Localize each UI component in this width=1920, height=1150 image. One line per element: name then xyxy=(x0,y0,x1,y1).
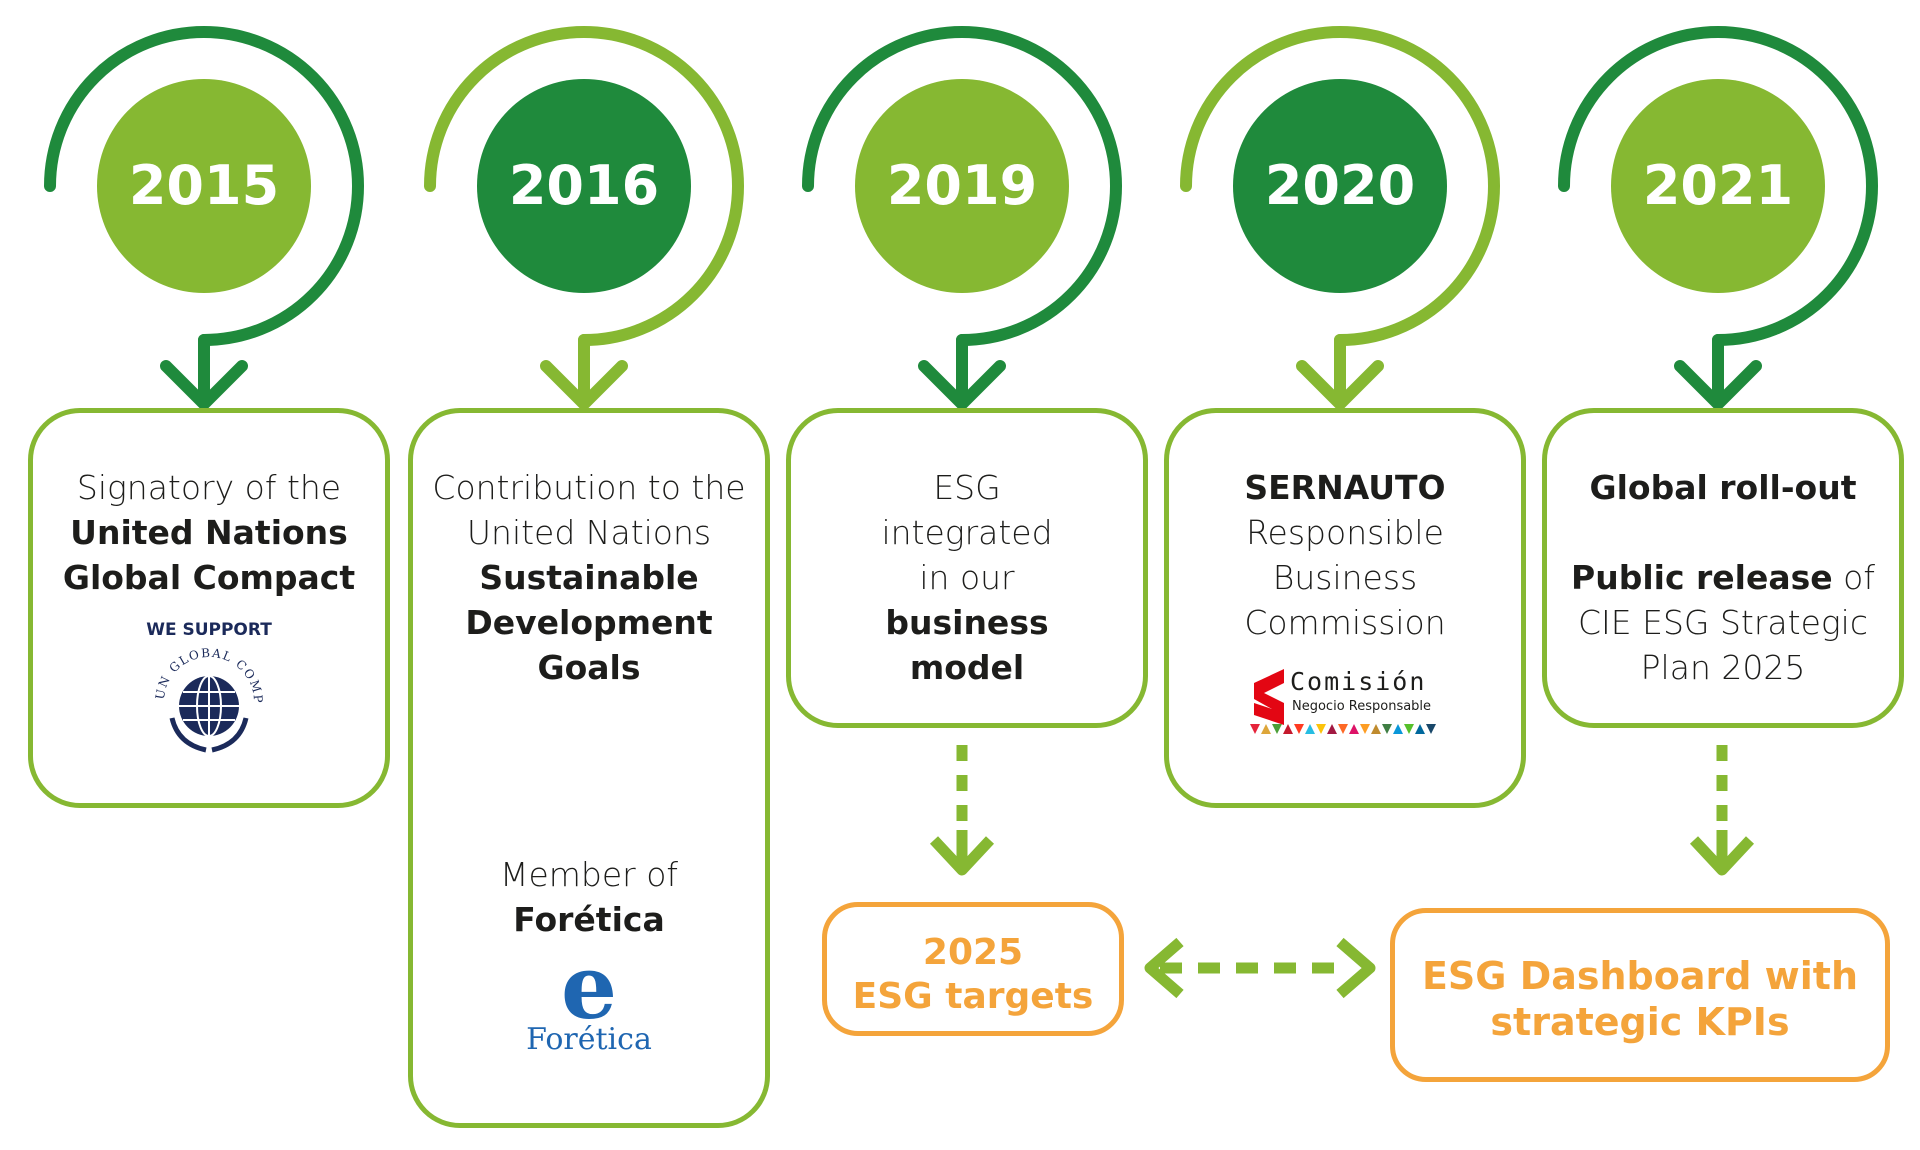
milestone-box-2015: Signatory of the United Nations Global C… xyxy=(28,408,390,808)
comision-triangle xyxy=(1338,724,1348,734)
double-arrow xyxy=(1144,937,1376,999)
box-2016-bold1: Sustainable xyxy=(479,558,699,597)
box-2019-bold1: business xyxy=(885,603,1049,642)
arrow-2020 xyxy=(1296,334,1384,410)
un-globe-icon: UN GLOBAL COMPACT xyxy=(138,629,264,753)
box-2016-bold2: Development xyxy=(465,603,713,642)
comision-triangle xyxy=(1261,724,1271,734)
foretica-logo: e Forética xyxy=(413,935,765,1058)
dashboard-line2: strategic KPIs xyxy=(1490,1000,1790,1044)
comision-triangle xyxy=(1327,724,1337,734)
year-2019: 2019 xyxy=(886,154,1038,217)
box-2021-line1: of xyxy=(1843,558,1875,597)
comision-triangles-icon xyxy=(1250,724,1436,734)
targets-line2: ESG targets xyxy=(852,976,1094,1017)
dashed-arrow-2019 xyxy=(929,745,995,876)
comision-triangle xyxy=(1382,724,1392,734)
box-2019-line3: in our xyxy=(919,558,1015,597)
comision-triangle xyxy=(1371,724,1381,734)
milestone-box-2020: SERNAUTO Responsible Business Commission… xyxy=(1164,408,1526,808)
box-2015-line1: Signatory of the xyxy=(76,468,342,507)
comision-triangle xyxy=(1404,724,1414,734)
box-2020-line3: Commission xyxy=(1244,603,1446,642)
esg-dashboard-box: ESG Dashboard with strategic KPIs xyxy=(1390,908,1890,1082)
box-2021-line2: CIE ESG Strategic xyxy=(1577,603,1868,642)
comision-triangle xyxy=(1349,724,1359,734)
box-2016-line3: Member of xyxy=(499,855,679,894)
box-2019-line2: integrated xyxy=(881,513,1053,552)
comision-triangle xyxy=(1305,724,1315,734)
arc-2015 xyxy=(44,26,364,346)
box-2021-bold1: Global roll-out xyxy=(1589,468,1857,507)
year-2020: 2020 xyxy=(1264,154,1416,217)
dashed-arrow-2021 xyxy=(1689,745,1755,876)
comision-triangle xyxy=(1294,724,1304,734)
arc-2021 xyxy=(1558,26,1878,346)
box-2019-bold2: model xyxy=(909,648,1025,687)
box-2016-bold3: Goals xyxy=(537,648,641,687)
dashboard-line1: ESG Dashboard with xyxy=(1421,954,1859,998)
box-2021-line3: Plan 2025 xyxy=(1640,648,1806,687)
year-circle-2021 xyxy=(1611,79,1825,293)
box-2020-line1: Responsible xyxy=(1246,513,1444,552)
arc-2019 xyxy=(802,26,1122,346)
year-2016: 2016 xyxy=(508,154,660,217)
arrow-2016 xyxy=(540,334,628,410)
arrow-2019 xyxy=(918,334,1006,410)
comision-s-icon xyxy=(1254,669,1284,725)
box-2016-bold4: Forética xyxy=(513,900,665,939)
box-2016-line1: Contribution to the xyxy=(432,468,746,507)
arrow-2015 xyxy=(160,334,248,410)
comision-negocio-responsable-logo: Comisión Negocio Responsable xyxy=(1250,665,1440,745)
milestone-box-2019: ESG integrated in our business model xyxy=(786,408,1148,728)
box-2016-line2: United Nations xyxy=(466,513,712,552)
comision-triangle xyxy=(1272,724,1282,734)
year-circle-2020 xyxy=(1233,79,1447,293)
year-circle-2016 xyxy=(477,79,691,293)
year-circle-2015 xyxy=(97,79,311,293)
box-2020-line2: Business xyxy=(1272,558,1418,597)
comision-triangle xyxy=(1316,724,1326,734)
foretica-word: Forética xyxy=(526,1022,652,1057)
comision-word: Comisión xyxy=(1290,667,1427,696)
comision-triangle xyxy=(1415,724,1425,734)
arrow-2021 xyxy=(1674,334,1762,410)
milestone-box-2016: Contribution to the United Nations Susta… xyxy=(408,408,770,1128)
comision-triangle xyxy=(1360,724,1370,734)
arc-2020 xyxy=(1180,26,1500,346)
box-2019-line1: ESG xyxy=(933,468,1001,507)
comision-triangle xyxy=(1283,724,1293,734)
box-2015-bold2: Global Compact xyxy=(62,558,356,597)
box-2015-bold1: United Nations xyxy=(70,513,348,552)
comision-triangle xyxy=(1393,724,1403,734)
comision-triangle xyxy=(1426,724,1436,734)
year-2015: 2015 xyxy=(128,154,280,217)
box-2021-bold2: Public release xyxy=(1571,558,1833,597)
year-circle-2019 xyxy=(855,79,1069,293)
box-2020-bold1: SERNAUTO xyxy=(1244,468,1446,507)
comision-sub: Negocio Responsable xyxy=(1292,699,1432,714)
foretica-letter: e xyxy=(561,935,617,1039)
esg-targets-box: 2025 ESG targets xyxy=(822,902,1124,1036)
year-2021: 2021 xyxy=(1642,154,1794,217)
milestone-box-2021: Global roll-out Public release of CIE ES… xyxy=(1542,408,1904,728)
un-global-compact-logo: WE SUPPORT UN GLOBAL COMPACT xyxy=(33,620,385,771)
we-support-caption: WE SUPPORT xyxy=(146,620,272,640)
targets-line1: 2025 xyxy=(922,932,1024,973)
comision-triangle xyxy=(1250,724,1260,734)
arc-2016 xyxy=(424,26,744,346)
